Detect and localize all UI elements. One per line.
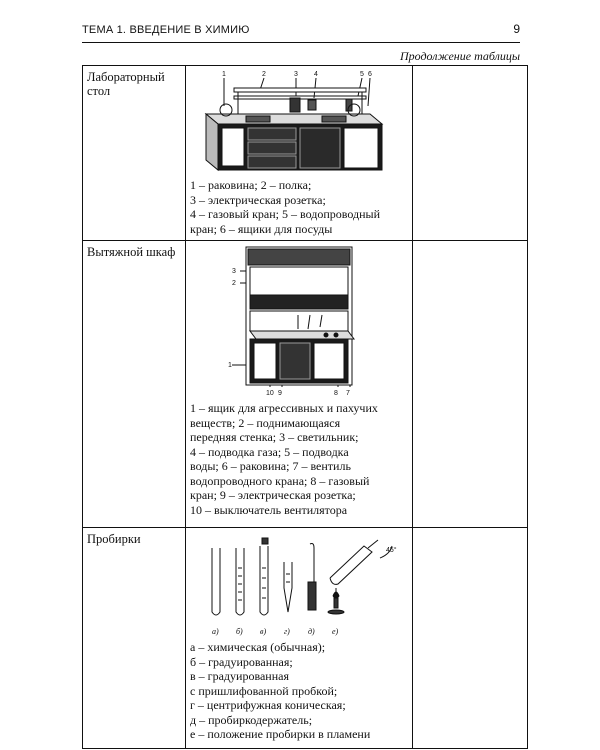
figure-label: 6 xyxy=(368,71,372,78)
row-name-cell: Лабораторный стол xyxy=(82,65,186,241)
row-name-line: Лабораторный xyxy=(87,70,165,84)
legend-line: е – положение пробирки в пламени xyxy=(190,727,371,741)
legend-line: г – центрифужная коническая; xyxy=(190,698,346,712)
table-row-lab-table: Лабораторный стол 1 2 3 4 5 6 xyxy=(82,65,528,241)
figure-label: г) xyxy=(284,627,290,636)
test-tubes-illustration: 45° а) б) в) г) д) е) xyxy=(211,537,397,636)
legend-line: воды; 6 – раковина; 7 – вентиль xyxy=(190,459,351,473)
legend-line: с пришлифованной пробкой; xyxy=(190,683,338,698)
figure-label: в) xyxy=(260,627,266,636)
legend-line: б – градуированная; xyxy=(190,654,293,669)
empty-cell xyxy=(412,65,528,241)
angle-label: 45° xyxy=(386,546,397,554)
figure-label: 10 xyxy=(266,390,274,397)
figure-legend: 1 – ящик для агрессивных и пахучих вещес… xyxy=(190,401,408,517)
figure-cell: 1 2 3 4 5 6 xyxy=(185,65,413,241)
legend-line: кран; 9 – электрическая розетка; xyxy=(190,488,356,502)
legend-line: передняя стенка; 3 – светильник; xyxy=(190,430,359,444)
figure-cell: 3 2 4 5 6 1 10 9 8 7 xyxy=(185,240,413,528)
legend-line: 4 – подводка газа; 5 – подводка xyxy=(190,444,349,459)
figure-label: 2 xyxy=(262,71,266,78)
row-name-line: стол xyxy=(87,84,111,98)
figure-label: 2 xyxy=(232,280,236,287)
legend-line: в – градуированная xyxy=(190,669,289,683)
legend-line: кран; 6 – ящики для посуды xyxy=(190,221,333,236)
figure-label: 3 xyxy=(294,71,298,78)
figure-label: 9 xyxy=(278,390,282,397)
page-number: 9 xyxy=(513,22,520,36)
figure-label: 1 xyxy=(228,362,232,369)
running-header: ТЕМА 1. ВВЕДЕНИЕ В ХИМИЮ 9 xyxy=(82,22,520,43)
legend-line: 4 – газовый кран; 5 – водопроводный xyxy=(190,207,380,221)
equipment-table: Лабораторный стол 1 2 3 4 5 6 xyxy=(82,65,528,749)
legend-line: 1 – ящик для агрессивных и пахучих xyxy=(190,401,378,415)
empty-cell xyxy=(412,527,528,749)
legend-line: д – пробиркодержатель; xyxy=(190,712,313,727)
legend-line: 1 – раковина; 2 – полка; xyxy=(190,178,312,192)
legend-line: 3 – электрическая розетка; xyxy=(190,192,326,207)
figure-label: 3 xyxy=(232,268,236,275)
legend-line: веществ; 2 – поднимающаяся xyxy=(190,415,341,430)
table-continuation-note: Продолжение таблицы xyxy=(399,49,520,63)
figure-label: е) xyxy=(332,627,339,636)
figure-label: д) xyxy=(308,627,315,636)
fume-hood-illustration: 3 2 4 5 6 1 10 9 8 7 xyxy=(228,246,355,397)
figure-label: 7 xyxy=(346,390,350,397)
figure-label: 5 xyxy=(360,71,364,78)
figure-label: 8 xyxy=(334,390,338,397)
legend-line: 10 – выключатель вентилятора xyxy=(190,502,348,517)
figure-label: 4 xyxy=(314,71,318,78)
figure-legend: 1 – раковина; 2 – полка; 3 – электрическ… xyxy=(190,178,408,236)
row-name-cell: Пробирки xyxy=(82,527,186,749)
row-name-line: Вытяжной шкаф xyxy=(87,245,176,259)
row-name-cell: Вытяжной шкаф xyxy=(82,240,186,528)
lab-table-illustration: 1 2 3 4 5 6 xyxy=(204,71,384,172)
legend-line: водопроводного крана; 8 – газовый xyxy=(190,473,370,488)
figure-label: б) xyxy=(236,627,243,636)
table-row-fume-hood: Вытяжной шкаф 3 2 4 5 6 1 10 9 8 7 xyxy=(82,240,528,528)
figure-legend: а – химическая (обычная); б – градуирова… xyxy=(190,640,408,742)
empty-cell xyxy=(412,240,528,528)
legend-line: а – химическая (обычная); xyxy=(190,640,326,654)
figure-cell: 45° а) б) в) г) д) е) а – химическая (об… xyxy=(185,527,413,749)
table-row-test-tubes: Пробирки xyxy=(82,527,528,749)
row-name-line: Пробирки xyxy=(87,532,141,546)
figure-label: а) xyxy=(212,627,219,636)
figure-label: 1 xyxy=(222,71,226,78)
chapter-title: ТЕМА 1. ВВЕДЕНИЕ В ХИМИЮ xyxy=(82,24,250,36)
